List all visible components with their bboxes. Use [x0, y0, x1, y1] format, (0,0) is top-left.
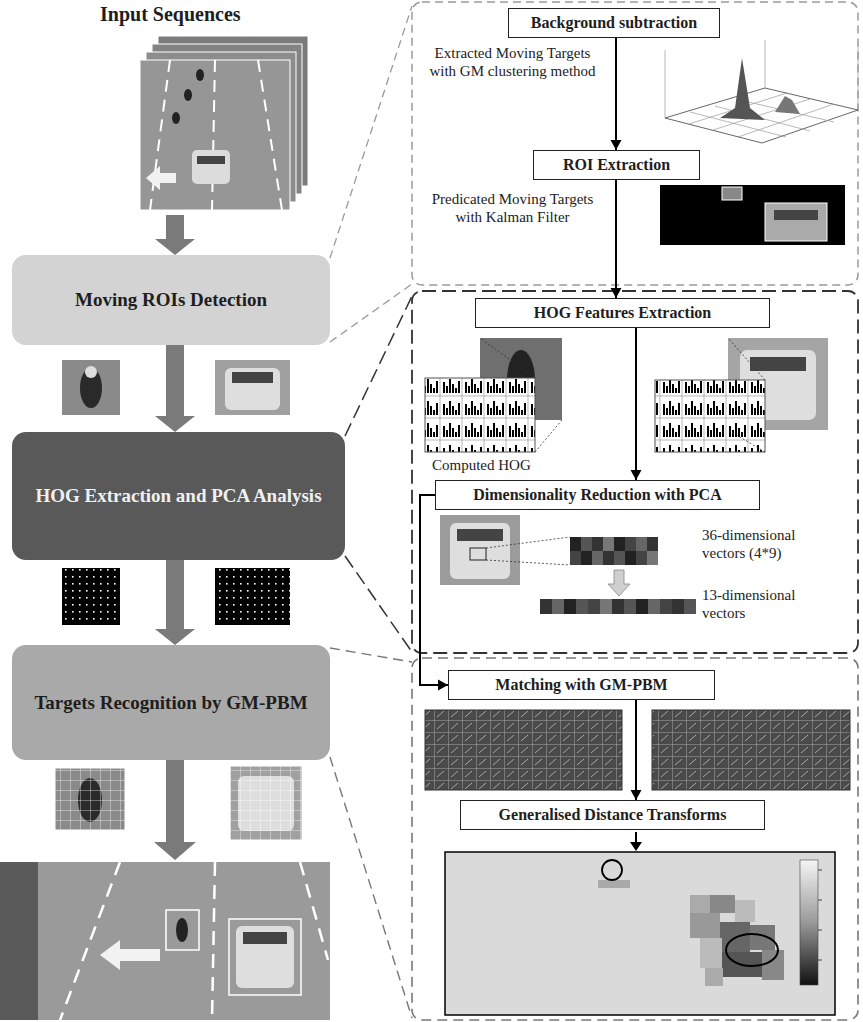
arrow-line	[635, 700, 637, 800]
annotation-label: Extracted Moving Targets with GM cluster…	[418, 44, 607, 80]
stage-box: Targets Recognition by GM-PBM	[12, 645, 330, 760]
arrow-line	[420, 495, 448, 685]
arrow-head	[611, 288, 622, 298]
flow-arrow	[631, 328, 642, 480]
node-label: Dimensionality Reduction with PCA	[473, 485, 721, 505]
arrow-line	[615, 180, 617, 298]
annotation-label: Computed HOG	[430, 456, 533, 474]
stage-box: Moving ROIs Detection	[12, 255, 330, 345]
process-box: Matching with GM-PBM	[448, 670, 715, 700]
node-label: Matching with GM-PBM	[495, 675, 667, 695]
input-frames: Input Sequences	[10, 2, 310, 215]
node-label: Generalised Distance Transforms	[499, 805, 727, 825]
flow-arrow	[420, 495, 448, 691]
node-label: HOG Features Extraction	[534, 303, 711, 323]
block-arrow	[155, 560, 195, 645]
annotation-label: 36-dimensional vectors (4*9)	[700, 526, 816, 562]
node-label: Targets Recognition by GM-PBM	[34, 691, 307, 715]
arrow-head	[438, 680, 448, 691]
stage-box: HOG Extraction and PCA Analysis	[12, 432, 345, 560]
node-label: ROI Extraction	[563, 155, 670, 175]
arrow-line	[615, 38, 617, 150]
block-arrow	[155, 345, 195, 432]
arrow-head	[631, 470, 642, 480]
node-label: HOG Extraction and PCA Analysis	[35, 484, 321, 508]
process-box: Background subtraction	[508, 8, 720, 38]
flow-arrow	[611, 38, 622, 150]
arrow-head	[611, 140, 622, 150]
arrow-head	[631, 790, 642, 800]
process-box: Generalised Distance Transforms	[460, 800, 765, 830]
annotation-label: 13-dimensional vectors	[700, 586, 816, 622]
process-box: ROI Extraction	[533, 150, 700, 180]
process-box: Dimensionality Reduction with PCA	[435, 480, 760, 510]
flow-arrow	[631, 700, 642, 800]
arrow-body	[155, 215, 195, 255]
arrow-body	[155, 345, 195, 432]
node-label: Background subtraction	[531, 13, 697, 33]
arrow-line	[635, 328, 637, 480]
flow-arrow	[611, 180, 622, 298]
block-arrow	[155, 215, 195, 255]
node-label: Input Sequences	[100, 3, 241, 25]
annotation-label: Predicated Moving Targets with Kalman Fi…	[418, 190, 607, 226]
node-label: Moving ROIs Detection	[75, 288, 267, 312]
arrow-body	[155, 560, 195, 645]
process-box: HOG Features Extraction	[475, 298, 770, 328]
